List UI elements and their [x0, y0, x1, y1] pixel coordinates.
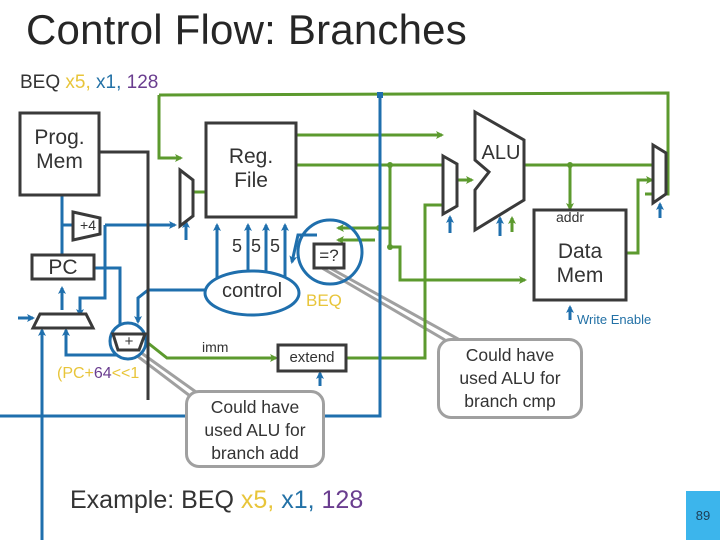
- pc-target-open: (PC+: [57, 365, 94, 382]
- pc-mux: [30, 312, 96, 330]
- data-paths: [147, 91, 670, 362]
- reg-width-3: 5: [270, 236, 281, 256]
- prog-mem-block: [18, 111, 101, 197]
- instruction-imm: 128: [121, 72, 159, 93]
- instr-to-adder: [134, 288, 149, 324]
- data-mem-label: Data Mem: [534, 240, 626, 288]
- branch-add-pointer-2: [131, 350, 199, 404]
- branch-adder: [110, 332, 148, 352]
- extend-block: [276, 343, 348, 373]
- datamem-out: [626, 176, 654, 255]
- callout-branch-cmp-line2: used ALU for: [459, 367, 561, 388]
- extend-label: extend: [289, 349, 335, 366]
- instruction-rs1: x5,: [65, 72, 91, 93]
- writeback-to-regmux: [157, 95, 183, 162]
- prog-mem-label-line2: Mem: [36, 150, 83, 174]
- imm-label: imm: [202, 339, 229, 355]
- callout-branch-add-line2: used ALU for: [204, 419, 306, 440]
- extend-to-alumux: [346, 201, 452, 360]
- control-unit: [203, 269, 301, 317]
- plus4-to-pcmux: [76, 225, 107, 317]
- reg-width-1: 5: [232, 236, 243, 256]
- plus4-label: +4: [80, 217, 96, 233]
- alu-block: [473, 109, 526, 233]
- page-number-badge: 89: [686, 491, 720, 540]
- control-paths: [0, 95, 664, 540]
- callout-branch-cmp: Could have used ALU for branch cmp: [437, 338, 583, 419]
- example-imm: 128: [314, 486, 364, 514]
- control-label: control: [221, 280, 283, 302]
- cmp-to-control: [289, 233, 317, 264]
- wb-mux: [651, 142, 668, 206]
- callout-pointers: [131, 266, 484, 404]
- compare-label: =?: [319, 246, 339, 265]
- pc-target-label: (PC+64<<1: [57, 365, 139, 383]
- example-rs1: x5,: [240, 486, 275, 514]
- blocks: [18, 109, 668, 400]
- reg-file-block: [204, 121, 298, 219]
- control-bus-junction: [377, 92, 383, 98]
- example-rs2: x1,: [274, 486, 315, 514]
- progmem-out: [99, 150, 150, 400]
- callout-branch-cmp-line1: Could have: [465, 345, 555, 365]
- pc-label: PC: [48, 256, 78, 279]
- pc-target-imm: 64: [93, 365, 112, 382]
- reg-file-label: Reg. File: [206, 145, 296, 193]
- data-mem-block: [532, 208, 628, 302]
- beq-label: BEQ: [306, 291, 342, 310]
- prog-mem-label-line1: Prog.: [34, 126, 85, 149]
- compare-block: [312, 242, 346, 270]
- slide-title: Control Flow: Branches: [26, 6, 467, 53]
- reg-mux: [178, 166, 195, 230]
- pc-out: [94, 266, 124, 342]
- write-enable-label: Write Enable: [577, 312, 652, 327]
- control-bus: [0, 95, 382, 418]
- reg-file-label-line2: File: [234, 169, 268, 193]
- addr-label: addr: [556, 209, 585, 225]
- branch-adder-label: +: [124, 333, 134, 350]
- data-mem-label-line2: Mem: [556, 264, 604, 288]
- branch-target-to-pcmux: [62, 328, 128, 357]
- callout-branch-add-line3: branch add: [211, 442, 299, 463]
- callout-branch-add: Could have used ALU for branch add: [185, 390, 325, 468]
- reg-file-label-line1: Reg.: [228, 145, 274, 168]
- data-mem-label-line1: Data: [557, 240, 603, 263]
- instruction-op: BEQ: [20, 72, 66, 93]
- pc-block: [30, 253, 96, 281]
- callout-branch-add-line1: Could have: [210, 397, 300, 417]
- plus4-adder: [71, 210, 102, 242]
- imm-to-extend: [147, 341, 278, 362]
- reg-width-2: 5: [251, 236, 262, 256]
- example-prefix: Example: BEQ: [70, 486, 241, 514]
- beq-highlight-circle: [296, 218, 364, 286]
- instruction-rs2: x1,: [90, 72, 122, 93]
- example-text: Example: BEQ x5, x1, 128: [70, 486, 363, 515]
- alu-label: ALU: [481, 142, 521, 164]
- instruction-header: BEQ x5, x1, 128: [20, 72, 158, 94]
- pc-target-shift: <<1: [111, 365, 140, 382]
- regfile-b-to-datamem: [390, 245, 527, 284]
- callout-branch-cmp-line3: branch cmp: [464, 390, 556, 411]
- alu-mux: [441, 153, 459, 217]
- prog-mem-label: Prog. Mem: [20, 126, 99, 174]
